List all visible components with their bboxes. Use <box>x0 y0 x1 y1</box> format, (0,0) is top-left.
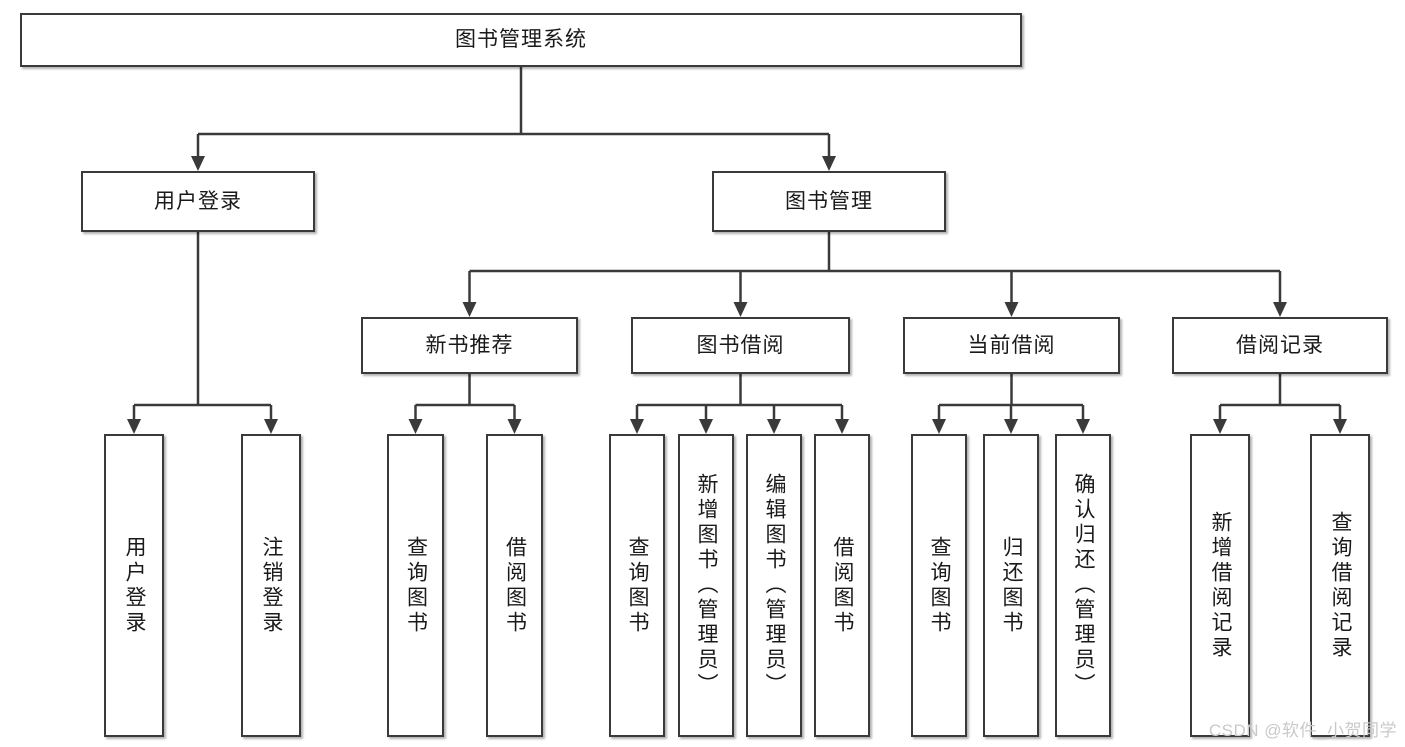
node-borrow-record[interactable]: 借阅记录 <box>1172 317 1388 374</box>
node-label: 查询借阅记录 <box>1329 510 1353 661</box>
node-leaf-user-logout[interactable]: 注销登录 <box>241 434 301 737</box>
node-leaf-query-book-1[interactable]: 查询图书 <box>387 434 444 737</box>
node-label: 新书推荐 <box>425 333 514 357</box>
node-book-manage[interactable]: 图书管理 <box>712 171 946 232</box>
arrowhead-icon <box>462 302 477 317</box>
arrowhead-icon <box>264 419 278 434</box>
node-leaf-confirm-return[interactable]: 确认归还（管理员） <box>1055 434 1111 737</box>
arrowhead-icon <box>932 419 946 434</box>
node-root[interactable]: 图书管理系统 <box>20 13 1022 67</box>
node-leaf-borrow-book-1[interactable]: 借阅图书 <box>486 434 543 737</box>
node-label: 查询图书 <box>404 535 428 636</box>
node-leaf-edit-book[interactable]: 编辑图书（管理员） <box>746 434 802 737</box>
node-label: 图书管理 <box>785 189 873 213</box>
arrowhead-icon <box>1076 419 1090 434</box>
node-leaf-query-book-2[interactable]: 查询图书 <box>609 434 665 737</box>
node-label: 归还图书 <box>1000 535 1024 636</box>
node-label: 借阅记录 <box>1236 333 1324 357</box>
node-label: 新增借阅记录 <box>1209 510 1233 661</box>
node-label: 用户登录 <box>154 189 242 213</box>
node-leaf-add-book[interactable]: 新增图书（管理员） <box>678 434 734 737</box>
arrowhead-icon <box>767 419 781 434</box>
arrowhead-icon <box>127 419 141 434</box>
arrowhead-icon <box>1004 419 1018 434</box>
arrowhead-icon <box>822 156 836 171</box>
watermark: CSDN @软件_小贺同学 <box>1208 721 1397 740</box>
node-label: 借阅图书 <box>503 535 527 636</box>
node-label: 新增图书（管理员） <box>695 473 719 698</box>
arrowhead-icon <box>507 419 522 434</box>
arrowhead-icon <box>1333 419 1347 434</box>
node-leaf-user-login[interactable]: 用户登录 <box>104 434 164 737</box>
arrowhead-icon <box>191 156 205 171</box>
node-label: 用户登录 <box>123 535 147 636</box>
node-label: 图书管理系统 <box>455 28 587 52</box>
node-label: 查询图书 <box>626 535 650 636</box>
node-label: 借阅图书 <box>831 535 855 636</box>
node-current-borrow[interactable]: 当前借阅 <box>903 317 1120 374</box>
node-label: 查询图书 <box>928 535 952 636</box>
node-leaf-return-book[interactable]: 归还图书 <box>983 434 1039 737</box>
arrowhead-icon <box>1004 302 1019 317</box>
arrowhead-icon <box>733 302 748 317</box>
node-label: 当前借阅 <box>967 333 1056 357</box>
node-book-borrow[interactable]: 图书借阅 <box>631 317 850 374</box>
arrowhead-icon <box>408 419 423 434</box>
arrowhead-icon <box>1213 419 1227 434</box>
node-label: 注销登录 <box>260 535 284 636</box>
node-label: 确认归还（管理员） <box>1072 473 1096 698</box>
arrowhead-icon <box>699 419 713 434</box>
node-new-book-recommend[interactable]: 新书推荐 <box>361 317 578 374</box>
arrowhead-icon <box>630 419 644 434</box>
node-user-login[interactable]: 用户登录 <box>81 171 315 232</box>
node-leaf-query-book-3[interactable]: 查询图书 <box>911 434 967 737</box>
arrowhead-icon <box>835 419 849 434</box>
node-leaf-add-record[interactable]: 新增借阅记录 <box>1190 434 1250 737</box>
node-label: 编辑图书（管理员） <box>763 473 787 698</box>
arrowhead-icon <box>1273 302 1287 317</box>
node-leaf-query-record[interactable]: 查询借阅记录 <box>1310 434 1370 737</box>
node-label: 图书借阅 <box>696 333 785 357</box>
node-leaf-borrow-book-2[interactable]: 借阅图书 <box>814 434 870 737</box>
